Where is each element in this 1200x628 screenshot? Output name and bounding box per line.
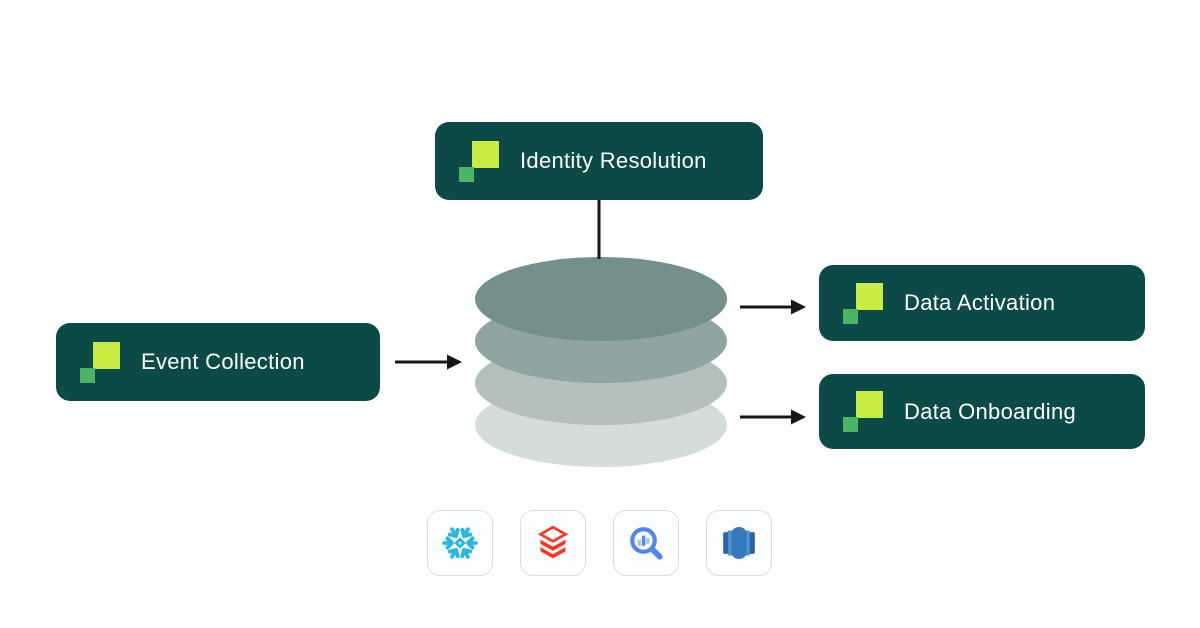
dual-green-squares-icon bbox=[80, 341, 121, 383]
logo-big-square bbox=[856, 391, 883, 418]
logo-small-square bbox=[843, 417, 858, 432]
logo-small-square bbox=[843, 308, 858, 324]
dual-green-squares-icon bbox=[843, 391, 884, 432]
node-label: Event Collection bbox=[141, 349, 305, 374]
arrowhead-stack-to-activation bbox=[791, 299, 806, 315]
node-label: Data Activation bbox=[904, 290, 1056, 315]
warehouse-tile-row bbox=[427, 510, 772, 576]
logo-big-square bbox=[856, 282, 883, 310]
tile-snowflake bbox=[427, 510, 493, 576]
logo-small-square bbox=[80, 367, 95, 383]
node-identity-resolution: Identity Resolution bbox=[435, 122, 763, 200]
logo-big-square bbox=[93, 341, 120, 369]
node-label: Data Onboarding bbox=[904, 398, 1077, 424]
redshift-icon bbox=[723, 527, 755, 559]
dual-green-squares-icon bbox=[459, 140, 500, 182]
snowflake-icon bbox=[442, 527, 478, 559]
dual-green-squares-icon bbox=[843, 282, 884, 324]
arrowhead-stack-to-onboarding bbox=[791, 409, 806, 425]
databricks-icon bbox=[537, 525, 569, 559]
tile-redshift bbox=[706, 510, 772, 576]
bigquery-icon bbox=[630, 527, 663, 560]
node-data-activation: Data Activation bbox=[819, 265, 1145, 341]
node-data-onboarding: Data Onboarding bbox=[819, 374, 1145, 449]
logo-small-square bbox=[459, 166, 474, 182]
tile-databricks bbox=[520, 510, 586, 576]
logo-big-square bbox=[472, 140, 499, 168]
arrowhead-event-to-stack bbox=[447, 354, 462, 370]
node-label: Identity Resolution bbox=[520, 148, 707, 173]
node-event-collection: Event Collection bbox=[56, 323, 380, 401]
tile-bigquery bbox=[613, 510, 679, 576]
database-layer-1 bbox=[475, 257, 727, 341]
